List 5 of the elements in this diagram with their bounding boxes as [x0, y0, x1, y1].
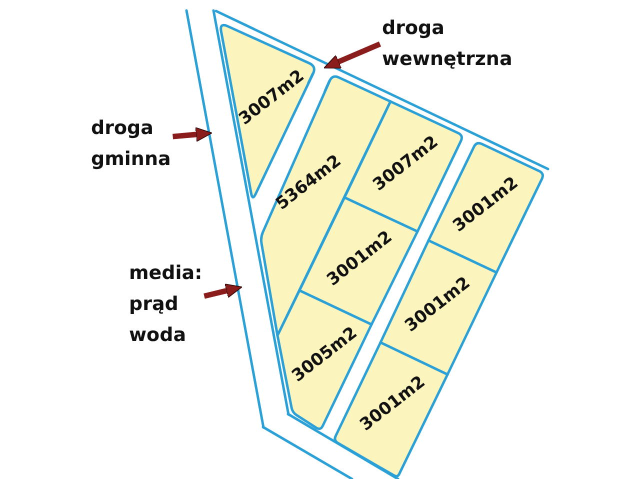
map-label: droga wewnętrzna	[382, 13, 512, 75]
map-label: media: prąd woda	[129, 258, 202, 351]
map-label: droga gminna	[91, 113, 171, 175]
arrow	[204, 284, 243, 299]
arrow	[172, 127, 212, 142]
